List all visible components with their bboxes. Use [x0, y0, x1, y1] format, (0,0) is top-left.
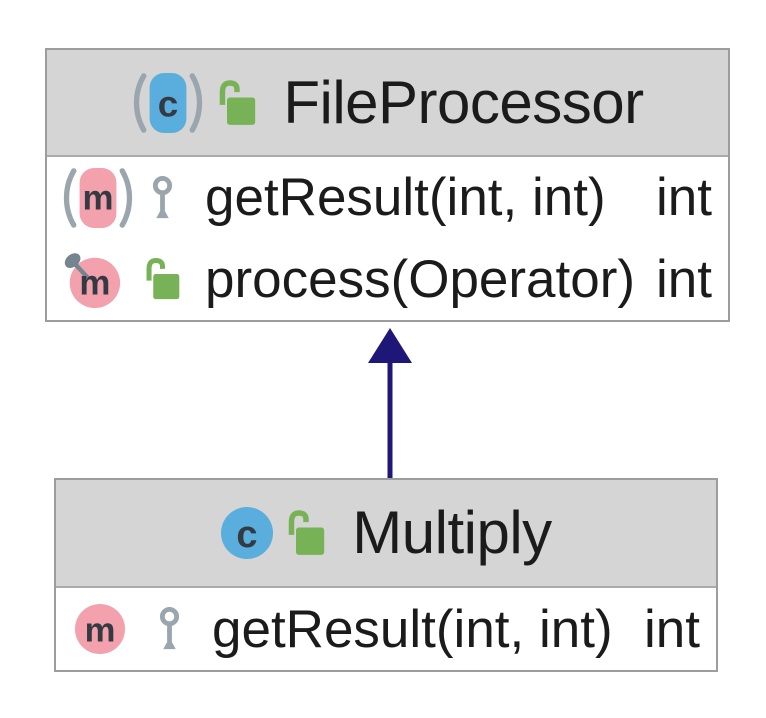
- method-icon: m: [74, 603, 126, 655]
- public-open-lock-icon: [220, 79, 256, 125]
- class-header-fileprocessor: c FileProcessor: [47, 50, 728, 157]
- class-header-multiply: c Multiply: [56, 480, 716, 588]
- method-row-process[interactable]: m process(Operator) int: [47, 239, 728, 321]
- method-return-type: int: [656, 168, 712, 228]
- key-icon: [152, 175, 172, 218]
- method-return-type: int: [644, 599, 700, 659]
- class-node-multiply[interactable]: c Multiply m getResult(int, int): [54, 478, 718, 672]
- public-open-lock-icon: [146, 258, 179, 300]
- method-row-getresult[interactable]: m getResult(int, int) int: [47, 157, 728, 239]
- method-row-getresult[interactable]: m getResult(int, int) int: [56, 588, 716, 670]
- method-icon-letter: m: [83, 178, 114, 217]
- method-signature: getResult(int, int): [205, 168, 606, 228]
- method-signature: process(Operator): [205, 249, 636, 309]
- final-method-icon: m: [64, 253, 121, 309]
- class-members: m getResult(int, int) int m: [47, 157, 728, 320]
- method-icon-letter: m: [85, 612, 116, 650]
- method-signature: getResult(int, int): [212, 599, 613, 659]
- class-name: FileProcessor: [283, 68, 644, 136]
- class-icon: c: [221, 507, 274, 559]
- class-members: m getResult(int, int) int: [56, 588, 716, 670]
- method-icon-letter: m: [79, 264, 110, 303]
- key-icon: [159, 607, 179, 650]
- abstract-method-icon: m: [63, 167, 133, 228]
- class-icon-letter: c: [158, 83, 178, 124]
- class-icon-letter: c: [237, 514, 258, 556]
- class-node-fileprocessor[interactable]: c FileProcessor m: [45, 48, 730, 322]
- class-name: Multiply: [352, 499, 552, 566]
- method-return-type: int: [656, 249, 712, 309]
- inheritance-arrow[interactable]: [360, 321, 420, 479]
- final-pin-icon: [73, 262, 90, 280]
- public-open-lock-icon: [289, 510, 325, 555]
- abstract-class-icon: c: [134, 72, 203, 133]
